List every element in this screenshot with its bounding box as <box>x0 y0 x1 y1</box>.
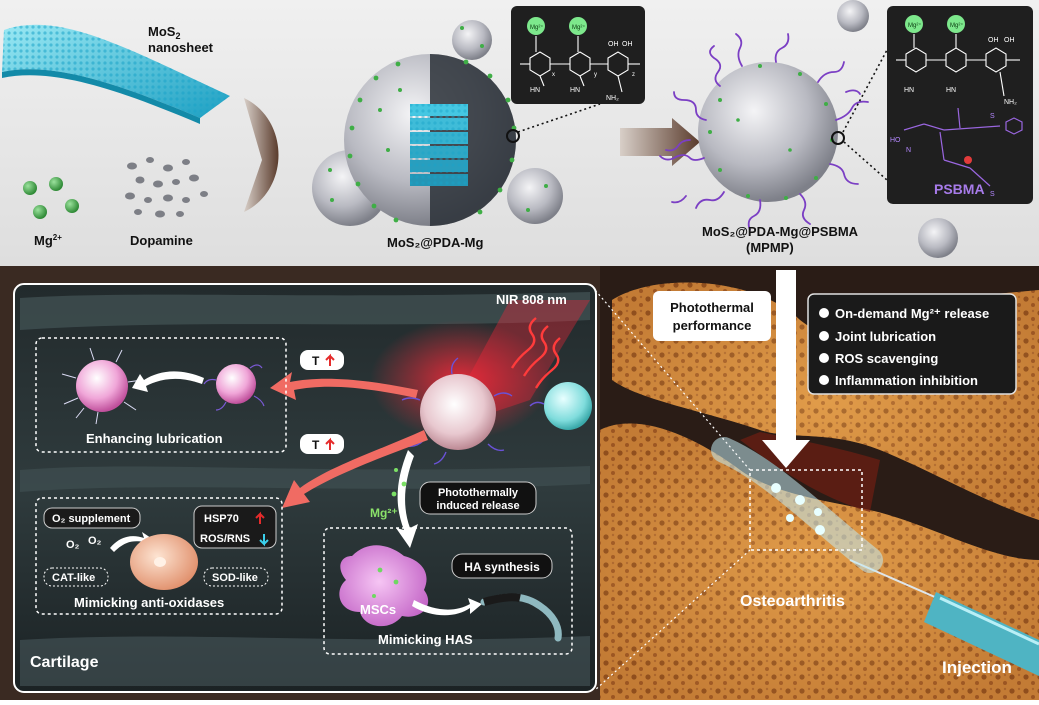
svg-text:performance: performance <box>673 318 752 333</box>
nir-label: NIR 808 nm <box>496 292 567 307</box>
arrow-synthesis-1 <box>244 98 279 212</box>
mscs-label: MSCs <box>360 602 396 617</box>
mg-label: Mg2+ <box>34 233 62 248</box>
photothermal-performance-box: Photothermal performance <box>653 291 771 341</box>
nanosheet-label: MoS2 <box>148 24 180 41</box>
joint-nanoparticle-stream <box>711 437 883 573</box>
svg-text:NH₂: NH₂ <box>1004 99 1017 106</box>
svg-text:Photothermally: Photothermally <box>438 487 519 499</box>
zoom-connector-1 <box>506 103 601 143</box>
msc-cell <box>339 545 429 627</box>
chem-structure-box-2: Mg²⁺ Mg²⁺ HN HN NH₂ OH OH HO N S S PSBMA <box>887 6 1033 204</box>
benefit-4: Inflammation inhibition <box>835 373 978 388</box>
has-box: HA synthesis MSCs Mimicking HAS <box>323 527 573 655</box>
mg-release-dots <box>391 468 407 497</box>
neighbor-nanoparticle <box>529 382 592 430</box>
mos2-pda-mg-particle <box>312 20 563 226</box>
svg-text:O₂: O₂ <box>88 535 102 547</box>
svg-text:Mg²⁺: Mg²⁺ <box>572 24 586 31</box>
svg-text:HN: HN <box>570 87 580 94</box>
arrow-release-down <box>396 450 418 548</box>
svg-text:OH: OH <box>622 41 633 48</box>
mpmp-particle <box>659 0 958 258</box>
svg-text:Enhancing lubrication: Enhancing lubrication <box>86 431 223 446</box>
chem-structure-box-1: Mg²⁺ Mg²⁺ HN HN NH₂ OH OH x y z <box>511 6 645 104</box>
mos2-nanosheet <box>2 24 230 124</box>
benefit-bullet-2 <box>819 331 829 341</box>
arrow-injection-down <box>762 270 810 468</box>
osteoarthritis-label: Osteoarthritis <box>740 593 845 610</box>
zoom-connector-2 <box>831 49 888 181</box>
benefit-bullet-3 <box>819 353 829 363</box>
benefit-bullet-4 <box>819 375 829 385</box>
o2-supplement: O₂ supplement <box>52 513 131 525</box>
heated-nanoparticle <box>401 357 513 465</box>
benefit-3: ROS scavenging <box>835 351 938 366</box>
lubrication-box: Enhancing lubrication <box>35 337 287 453</box>
sod-like: SOD-like <box>212 572 258 584</box>
svg-text:y: y <box>594 72 597 78</box>
svg-text:HN: HN <box>904 87 914 94</box>
np1-label: MoS₂@PDA-Mg <box>387 235 483 250</box>
svg-text:x: x <box>552 72 555 78</box>
benefit-2: Joint lubrication <box>835 329 936 344</box>
ha-synthesis-label: HA synthesis <box>464 560 540 574</box>
photothermal-release-badge: Photothermally induced release <box>419 481 537 515</box>
mg-release-label: Mg²⁺ <box>370 506 398 520</box>
benefit-bullet-1 <box>819 308 829 318</box>
svg-text:HO: HO <box>890 137 901 144</box>
cartilage-label: Cartilage <box>30 654 99 671</box>
dopamine-label: Dopamine <box>130 233 193 248</box>
temp-badge-2: T <box>300 434 344 454</box>
svg-text:OH: OH <box>1004 37 1015 44</box>
injection-label: Injection <box>942 658 1012 677</box>
temp-badge-1: T <box>300 350 344 370</box>
svg-text:Mg²⁺: Mg²⁺ <box>530 24 544 31</box>
svg-text:induced release: induced release <box>436 500 519 512</box>
np2-label-sub: (MPMP) <box>746 240 794 255</box>
arrow-to-antioxidase <box>282 430 428 508</box>
svg-text:HN: HN <box>946 87 956 94</box>
svg-text:Photothermal: Photothermal <box>670 300 754 315</box>
svg-text:OH: OH <box>608 41 619 48</box>
benefit-1: On-demand Mg²⁺ release <box>835 306 989 321</box>
svg-text:NH₂: NH₂ <box>606 95 619 102</box>
svg-text:N: N <box>906 147 911 154</box>
svg-text:Mg²⁺: Mg²⁺ <box>950 22 964 29</box>
antioxidase-box: O₂ supplement O₂ O₂ HSP70 ROS/RNS CAT-li… <box>35 497 283 615</box>
mg-ions <box>23 177 79 219</box>
svg-text:S: S <box>990 191 995 198</box>
svg-text:O₂: O₂ <box>66 539 80 551</box>
arrow-to-lubrication <box>270 372 418 400</box>
svg-text:OH: OH <box>988 37 999 44</box>
svg-text:z: z <box>632 72 635 78</box>
nanosheet-label-2: nanosheet <box>148 40 214 55</box>
ros-label: ROS/RNS <box>200 533 250 545</box>
svg-text:Mimicking anti-oxidases: Mimicking anti-oxidases <box>74 595 224 610</box>
svg-text:T: T <box>312 354 320 368</box>
svg-text:T: T <box>312 438 320 452</box>
svg-text:HN: HN <box>530 87 540 94</box>
dopamine-particles <box>125 157 208 218</box>
svg-text:Mg²⁺: Mg²⁺ <box>908 22 922 29</box>
joint-focus-box <box>749 469 863 551</box>
has-label: Mimicking HAS <box>378 632 473 647</box>
svg-text:PSBMA: PSBMA <box>934 181 985 197</box>
arrow-synthesis-2 <box>620 118 700 166</box>
cat-like: CAT-like <box>52 572 95 584</box>
hsp70-label: HSP70 <box>204 513 239 525</box>
benefits-box: On-demand Mg²⁺ release Joint lubrication… <box>807 293 1017 395</box>
np2-label: MoS₂@PDA-Mg@PSBMA <box>702 224 859 239</box>
svg-text:S: S <box>990 113 995 120</box>
